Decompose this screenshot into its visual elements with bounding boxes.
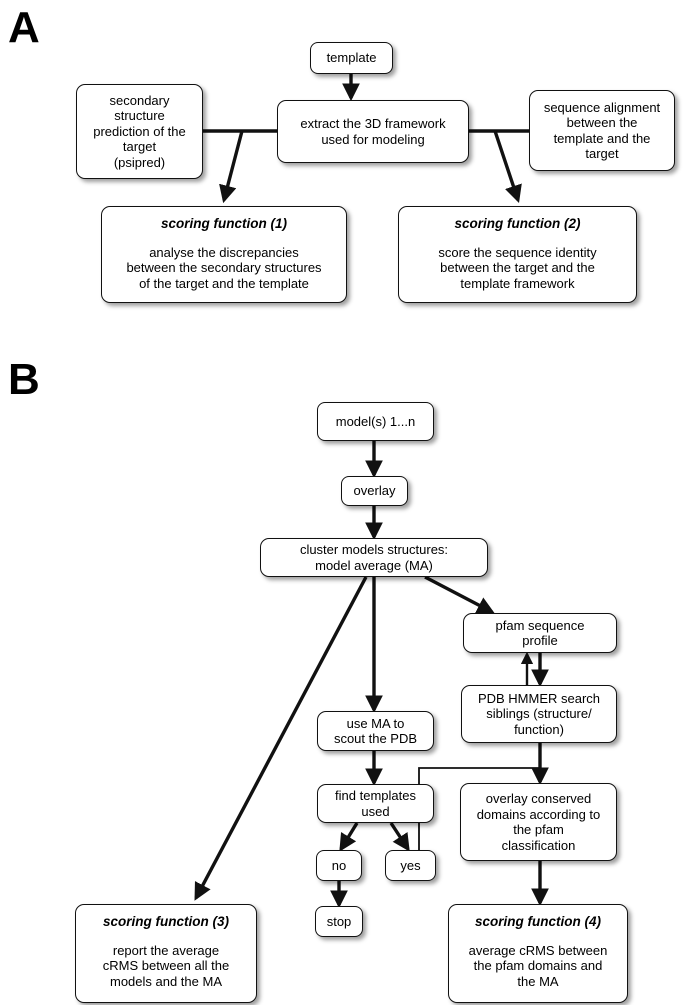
scoring-function-3-line-0: report the average — [112, 942, 220, 958]
node-secondary-line-2: prediction of the — [93, 123, 186, 139]
node-scoring-function-1[interactable]: scoring function (1) analyse the discrep… — [101, 206, 347, 303]
node-template[interactable]: template — [310, 42, 393, 74]
node-pdb-hmmer-search[interactable]: PDB HMMER search siblings (structure/ fu… — [461, 685, 617, 743]
node-extract-line-0: extract the 3D framework — [300, 116, 446, 131]
node-secondary-line-3: target — [122, 139, 157, 155]
scoring-function-2-title: scoring function (2) — [454, 216, 581, 231]
node-pfam-line-1: profile — [522, 633, 558, 648]
node-no[interactable]: no — [316, 850, 362, 881]
node-cluster-models[interactable]: cluster models structures: model average… — [260, 538, 488, 577]
node-stop[interactable]: stop — [315, 906, 363, 937]
node-yes[interactable]: yes — [385, 850, 436, 881]
scoring-function-3-line-1: cRMS between all the — [102, 958, 230, 973]
node-overlay-line-0: overlay — [353, 483, 396, 499]
node-hmmer-line-2: function) — [514, 721, 564, 737]
node-findtemplates-line-0: find templates — [335, 788, 416, 803]
node-overlayconserved-line-2: the pfam — [513, 822, 564, 837]
edge-findtemplates-to-no — [339, 822, 359, 852]
node-extract-line-1: used for modeling — [321, 131, 425, 147]
edge-findtemplates-to-yes — [389, 822, 410, 852]
node-findtemplates-line-1: used — [361, 803, 390, 819]
node-cluster-line-1: model average (MA) — [315, 557, 433, 573]
node-scoring-function-2[interactable]: scoring function (2) score the sequence … — [398, 206, 637, 303]
node-overlay-conserved-domains[interactable]: overlay conserved domains according to t… — [460, 783, 617, 861]
node-extract-3d-framework[interactable]: extract the 3D framework used for modeli… — [277, 100, 469, 163]
scoring-function-3-title: scoring function (3) — [103, 914, 229, 929]
scoring-function-3-line-2: models and the MA — [109, 973, 222, 989]
node-usema-line-0: use MA to — [346, 715, 405, 731]
scoring-function-2-body: score the sequence identity between the … — [438, 245, 596, 292]
edge-spine-to-scoring2 — [493, 130, 522, 204]
node-yes-line-0: yes — [400, 857, 421, 873]
node-hmmer-line-0: PDB HMMER search — [477, 690, 601, 706]
node-sequence-alignment[interactable]: sequence alignment between the template … — [529, 90, 675, 171]
node-models-line-0: model(s) 1...n — [335, 413, 416, 429]
scoring-function-1-line-2: of the target and the template — [139, 275, 309, 291]
scoring-function-1-line-0: analyse the discrepancies — [149, 244, 299, 260]
scoring-function-2-line-2: template framework — [460, 275, 575, 291]
node-overlayconserved-line-3: classification — [501, 837, 576, 853]
node-secondary-line-4: (psipred) — [113, 154, 166, 170]
node-overlayconserved-line-1: domains according to — [476, 806, 601, 822]
node-scoring-function-3[interactable]: scoring function (3) report the average … — [75, 904, 257, 1003]
node-alignment-line-2: template and the — [553, 130, 651, 146]
panel-label-a: A — [8, 3, 40, 52]
node-overlayconserved-line-0: overlay conserved — [485, 791, 592, 806]
scoring-function-1-title: scoring function (1) — [161, 216, 287, 231]
node-usema-line-1: scout the PDB — [333, 731, 418, 746]
scoring-function-4-body: average cRMS between the pfam domains an… — [469, 943, 608, 990]
node-alignment-line-3: target — [585, 146, 619, 161]
scoring-function-2-line-1: between the target and the — [440, 260, 595, 275]
node-stop-line-0: stop — [326, 913, 352, 929]
node-overlay[interactable]: overlay — [341, 476, 408, 506]
scoring-function-3-body: report the average cRMS between all the … — [103, 943, 229, 990]
scoring-function-4-title: scoring function (4) — [475, 914, 601, 929]
node-find-templates-used[interactable]: find templates used — [317, 784, 434, 823]
node-template-line-0: template — [326, 50, 377, 66]
edge-cluster-to-pfam — [424, 575, 495, 614]
edge-spine-to-scoring1 — [219, 130, 244, 204]
node-hmmer-line-1: siblings (structure/ — [486, 706, 592, 722]
node-pfam-sequence-profile[interactable]: pfam sequence profile — [463, 613, 617, 653]
node-no-line-0: no — [331, 857, 347, 873]
node-models[interactable]: model(s) 1...n — [317, 402, 434, 441]
node-pfam-line-0: pfam sequence — [495, 617, 585, 633]
scoring-function-1-body: analyse the discrepancies between the se… — [126, 245, 321, 292]
node-cluster-line-0: cluster models structures: — [299, 542, 449, 557]
node-scoring-function-4[interactable]: scoring function (4) average cRMS betwee… — [448, 904, 628, 1003]
node-alignment-line-0: sequence alignment — [543, 99, 661, 115]
node-alignment-line-1: between the — [566, 115, 638, 130]
node-secondary-line-1: structure — [114, 108, 165, 124]
node-secondary-structure-prediction[interactable]: secondary structure prediction of the ta… — [76, 84, 203, 179]
scoring-function-2-line-0: score the sequence identity — [438, 244, 597, 260]
scoring-function-4-line-0: average cRMS between — [468, 942, 608, 958]
scoring-function-1-line-1: between the secondary structures — [126, 260, 322, 275]
node-secondary-line-0: secondary — [109, 92, 170, 108]
scoring-function-4-line-1: the pfam domains and — [473, 958, 603, 973]
scoring-function-4-line-2: the MA — [517, 973, 559, 989]
node-use-ma-scout-pdb[interactable]: use MA to scout the PDB — [317, 711, 434, 751]
panel-label-b: B — [8, 355, 40, 404]
